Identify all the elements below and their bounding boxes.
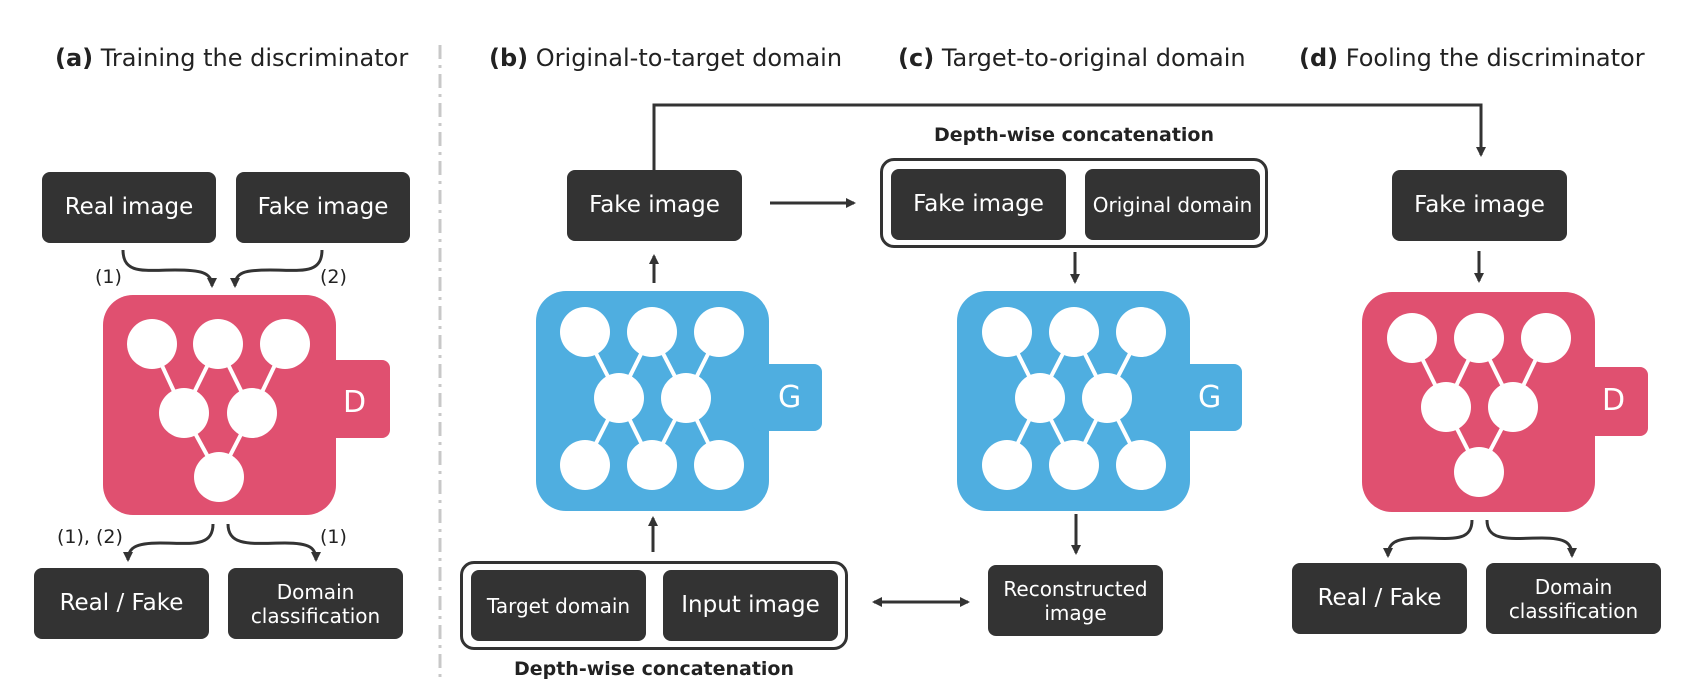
real-fake-box-d: Real / Fake [1292,563,1467,634]
panel-b-letter: (b) [489,44,529,72]
arrow-fake-to-d [230,249,324,288]
reconstructed-image-box: Reconstructed image [988,565,1163,636]
discriminator-label-a: D [343,385,367,420]
domain-classification-box-d: Domain classification [1486,563,1661,634]
arrow-d-to-realfake-d [1383,519,1474,558]
output-label-1-2: (1), (2) [57,526,123,548]
fake-image-box-d: Fake image [1392,170,1567,241]
input-label-1: (1) [95,266,122,288]
arrow-real-to-d [121,249,217,288]
fake-image-box-b: Fake image [567,170,742,241]
panel-c-title: (c) Target-to-original domain [898,44,1246,72]
panel-a-letter: (a) [55,44,94,72]
fake-image-box-c: Fake image [891,169,1066,240]
real-image-box: Real image [42,172,216,243]
panel-b-title: (b) Original-to-target domain [489,44,842,72]
real-fake-box-a: Real / Fake [34,568,209,639]
fake-image-box-a: Fake image [236,172,410,243]
panel-c-letter: (c) [898,44,935,72]
concat-caption-c: Depth-wise concatenation [933,124,1215,146]
concat-caption-b: Depth-wise concatenation [513,658,795,680]
concat-group-c [880,158,1268,248]
output-label-1: (1) [320,526,347,548]
panel-b-title-text: Original-to-target domain [535,44,843,72]
input-image-box: Input image [663,570,838,641]
target-domain-box: Target domain [471,570,646,641]
concat-group-b [460,561,848,650]
input-label-2: (2) [320,266,347,288]
panel-a-title-text: Training the discriminator [100,44,409,72]
panel-d-title-text: Fooling the discriminator [1345,44,1645,72]
panel-d-title: (d) Fooling the discriminator [1299,44,1645,72]
domain-classification-box-a: Domain classification [228,568,403,639]
arrow-d-to-realfake-a [123,523,215,562]
arrow-d-to-domain-a [226,523,321,562]
arrow-fake-b-to-fake-d [652,103,1486,170]
panel-d-letter: (d) [1299,44,1339,72]
generator-label-b: G [778,380,802,415]
panel-a-title: (a) Training the discriminator [55,44,408,72]
discriminator-label-d: D [1602,383,1626,418]
panel-c-title-text: Target-to-original domain [941,44,1246,72]
generator-label-c: G [1198,380,1222,415]
original-domain-box: Original domain [1085,169,1260,240]
arrow-d-to-domain-d [1485,519,1577,558]
